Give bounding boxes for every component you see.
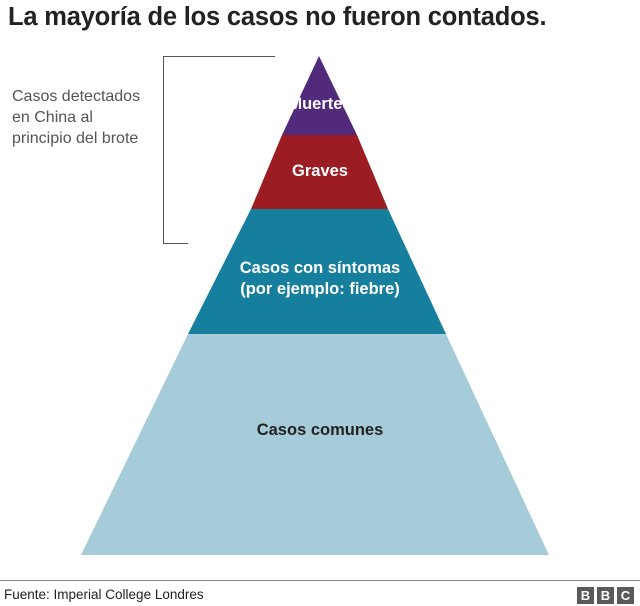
pyramid-tier-common — [81, 334, 549, 555]
bracket-label: Casos detectados en China al principio d… — [12, 86, 162, 149]
tier-label-severe: Graves — [0, 161, 640, 182]
tier-label-line: Casos comunes — [256, 421, 384, 439]
tier-label-line: (por ejemplo: fiebre) — [240, 280, 400, 298]
logo-letter: C — [617, 587, 634, 604]
logo-letter: B — [577, 587, 594, 604]
bracket-label-line: Casos detectados — [12, 88, 141, 105]
bbc-logo: B B C — [577, 587, 634, 604]
tier-label-common: Casos comunes — [0, 420, 640, 441]
bracket-label-line: en China al — [12, 109, 93, 126]
pyramid-tier-severe — [251, 135, 388, 209]
tier-label-line: Casos con síntomas — [239, 259, 401, 277]
logo-letter: B — [597, 587, 614, 604]
tier-label-symptomatic: Casos con síntomas (por ejemplo: fiebre) — [0, 258, 640, 300]
pyramid-tier-deaths — [282, 56, 357, 135]
chart-title: La mayoría de los casos no fueron contad… — [8, 3, 547, 31]
footer-divider — [0, 580, 640, 581]
tier-label-deaths: Muertes — [0, 94, 640, 115]
tier-label-line: Graves — [292, 162, 348, 180]
bracket-connector — [163, 56, 275, 57]
bracket-label-line: principio del brote — [12, 130, 139, 147]
pyramid-tier-symptomatic — [188, 209, 446, 334]
tier-label-line: Muertes — [288, 95, 352, 113]
source-note: Fuente: Imperial College Londres — [4, 587, 204, 602]
